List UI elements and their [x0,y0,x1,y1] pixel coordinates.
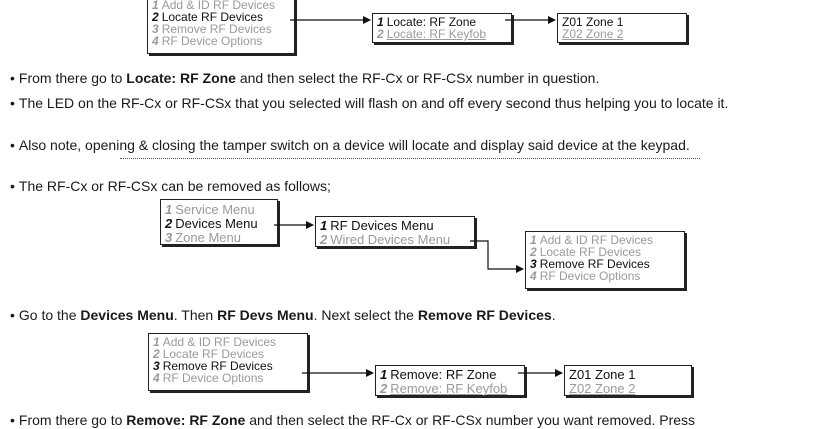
d3-zone-list: Z01 Zone 1 Z02 Zone 2 [564,365,692,396]
para-goto-devices: •Go to the Devices Menu. Then RF Devs Me… [10,307,556,323]
d1-zone-list: Z01 Zone 1 Z02 Zone 2 [557,13,687,43]
d1-zone-2: Z02 Zone 2 [562,27,624,41]
connector-arrows [274,16,563,377]
d3-zone-2: Z02 Zone 2 [569,381,636,396]
para-goto-locate: •From there go to Locate: RF Zone and th… [10,70,600,86]
para-led-flash: •The LED on the RF-Cx or RF-CSx that you… [10,95,729,111]
dotted-divider [120,158,700,159]
para-goto-remove-partial: •From there go to Remove: RF Zone and th… [10,412,696,428]
para-tamper-switch: •Also note, opening & closing the tamper… [10,137,690,153]
d3-zone-1: Z01 Zone 1 [569,367,636,382]
d1-zone-1: Z01 Zone 1 [562,15,624,29]
para-remove-intro: •The RF-Cx or RF-CSx can be removed as f… [10,178,331,194]
d2-arrow-remove [470,240,524,273]
